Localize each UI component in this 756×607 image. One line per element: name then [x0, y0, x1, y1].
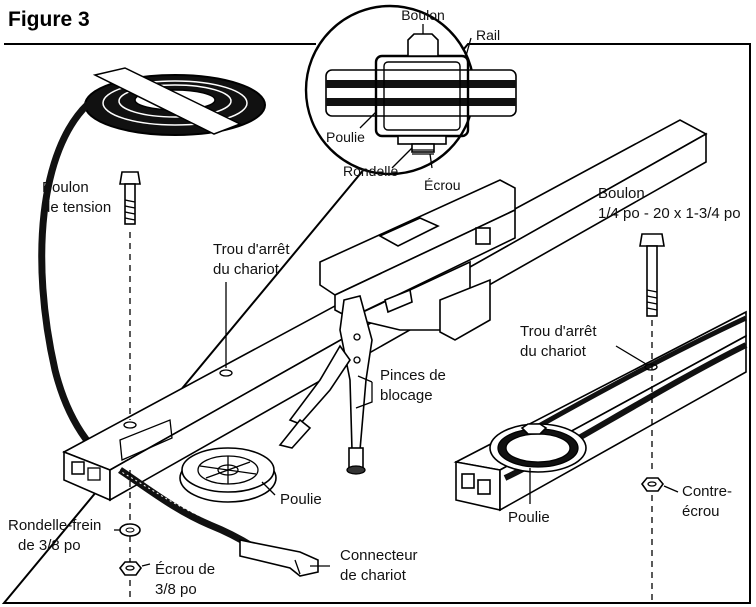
- lock-nut: [640, 477, 665, 492]
- right-rail-hole: [644, 363, 658, 371]
- pulley-left-label: Poulie: [280, 491, 322, 508]
- lock-washer-label-2: de 3/8 po: [18, 537, 81, 554]
- nut-label-2: 3/8 po: [155, 581, 197, 598]
- locking-pliers-label-2: blocage: [380, 387, 433, 404]
- figure-title: Figure 3: [8, 8, 90, 31]
- inset-nut-label: Écrou: [424, 177, 461, 193]
- stop-hole-right-label-1: Trou d'arrêt: [520, 323, 597, 340]
- nut-label-1: Écrou de: [155, 561, 215, 578]
- inset-pulley-label: Poulie: [326, 129, 365, 145]
- lock-nut-label-2: écrou: [682, 503, 720, 520]
- tension-bolt-label-2: de tension: [42, 199, 111, 216]
- lock-washer-label-1: Rondelle-frein: [8, 517, 101, 534]
- rail-hole-2: [219, 369, 233, 377]
- inset-washer-label: Rondelle: [343, 163, 398, 179]
- bolt-right-label-2: 1/4 po - 20 x 1-3/4 po: [598, 205, 741, 222]
- trolley-connector-label-1: Connecteur: [340, 547, 418, 564]
- stop-hole-right-label-2: du chariot: [520, 343, 587, 360]
- tension-bolt: [119, 171, 141, 225]
- belt-coil-tape: [92, 67, 242, 135]
- trolley: [319, 179, 516, 341]
- pulley-right-label: Poulie: [508, 509, 550, 526]
- trolley-connector: [239, 539, 319, 577]
- pulley-right: [489, 423, 587, 473]
- trolley-connector-label-2: de chariot: [340, 567, 407, 584]
- bolt-right: [639, 233, 665, 317]
- stop-hole-left-label-2: du chariot: [213, 261, 280, 278]
- locking-pliers: [278, 295, 373, 475]
- inset-bolt-label: Boulon: [401, 7, 445, 23]
- pulley-left: [179, 447, 277, 503]
- bolt-right-label-1: Boulon: [598, 185, 645, 202]
- locking-pliers-label-1: Pinces de: [380, 367, 446, 384]
- leader-lines: [114, 24, 679, 567]
- inset-detail: [304, 4, 517, 176]
- nut-3-8: [118, 561, 143, 576]
- lock-nut-label-1: Contre-: [682, 483, 732, 500]
- right-rail: [453, 310, 748, 512]
- rail-hole-1: [123, 421, 137, 429]
- tension-bolt-label-1: Boulon: [42, 179, 89, 196]
- stop-hole-left-label-1: Trou d'arrêt: [213, 241, 290, 258]
- inset-rail-label: Rail: [476, 27, 500, 43]
